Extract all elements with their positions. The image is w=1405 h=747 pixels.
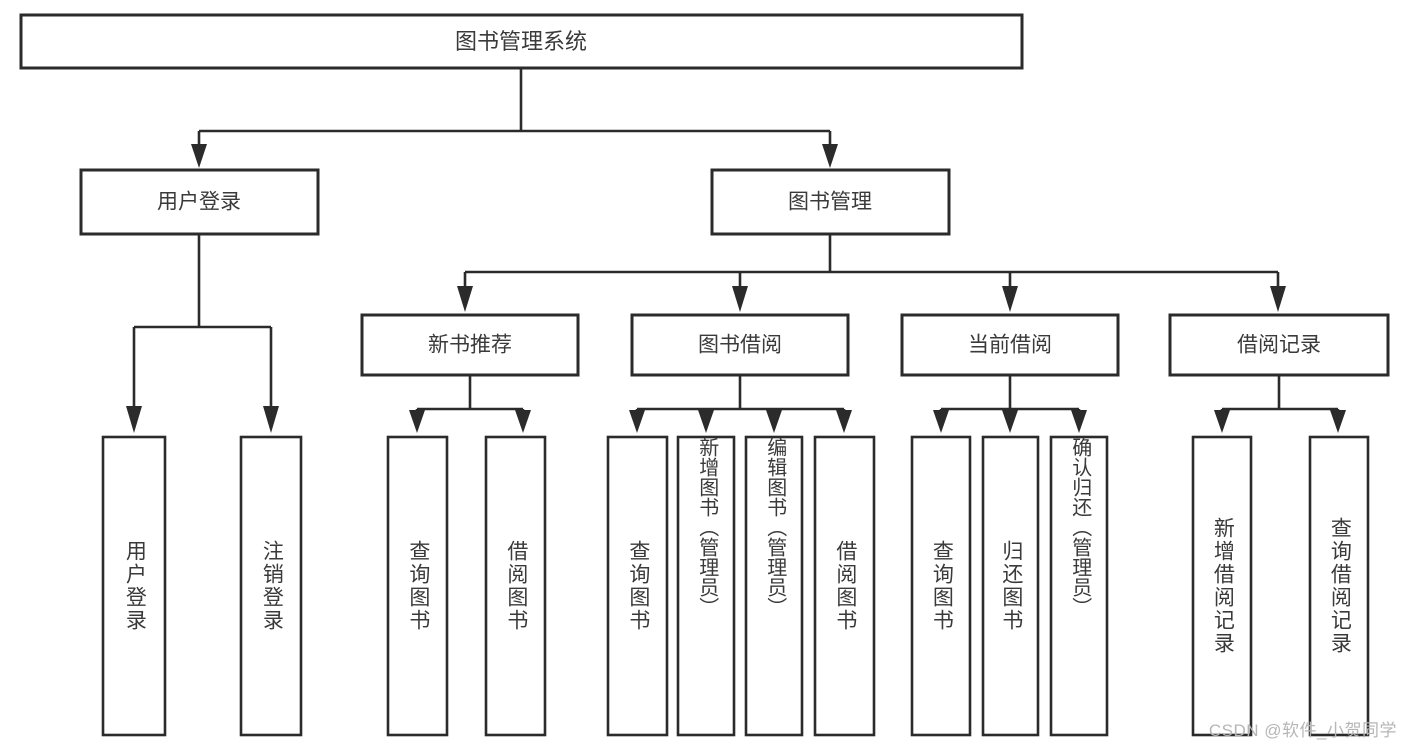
- node-leaf-add-book-admin-box[interactable]: [676, 435, 736, 737]
- node-book-management[interactable]: 图书管理: [710, 168, 951, 236]
- node-leaf-edit-book-admin-box[interactable]: [744, 435, 804, 737]
- arrow-to-new-book-recommend: [457, 286, 473, 312]
- arrow-leaf-confirm-return-admin: [1071, 410, 1087, 433]
- node-new-book-recommend[interactable]: 新书推荐: [360, 313, 580, 377]
- node-current-borrow-label: 当前借阅: [968, 334, 1052, 357]
- node-leaf-return-book-box[interactable]: [981, 435, 1040, 737]
- node-book-management-label: 图书管理: [788, 191, 872, 214]
- node-leaf-query-book-2-box[interactable]: [606, 435, 669, 737]
- arrow-leaf-return-book: [1002, 410, 1018, 433]
- node-leaf-query-borrow-record-box[interactable]: [1308, 435, 1370, 737]
- arrow-to-book-management: [822, 144, 838, 168]
- arrow-to-current-borrow: [1002, 286, 1018, 312]
- arrow-leaf-query-borrow-record: [1330, 410, 1346, 433]
- arrow-leaf-user-login: [126, 406, 142, 433]
- arrow-to-book-borrow: [732, 286, 748, 312]
- csdn-watermark: CSDN @软件_小贺同学: [1208, 721, 1397, 740]
- node-new-book-recommend-label: 新书推荐: [428, 334, 512, 357]
- node-current-borrow-box[interactable]: [900, 313, 1120, 377]
- node-new-book-recommend-box[interactable]: [360, 313, 580, 377]
- node-book-management-box[interactable]: [710, 168, 951, 236]
- arrow-to-user-login: [191, 144, 207, 168]
- arrow-leaf-add-borrow-record: [1214, 410, 1230, 433]
- node-root-box[interactable]: [19, 13, 1024, 70]
- arrow-leaf-add-book-admin: [698, 410, 714, 433]
- node-leaf-logout-login-box[interactable]: [239, 435, 303, 737]
- arrow-leaf-borrow-book-1: [515, 410, 531, 433]
- arrow-leaf-query-book-2: [629, 410, 645, 433]
- node-borrow-record-label: 借阅记录: [1237, 334, 1321, 357]
- arrow-leaf-query-book-3: [933, 410, 949, 433]
- arrow-to-borrow-record: [1270, 286, 1286, 312]
- node-current-borrow[interactable]: 当前借阅: [900, 313, 1120, 377]
- node-leaf-borrow-book-1-box[interactable]: [484, 435, 547, 737]
- node-root[interactable]: 图书管理系统: [19, 13, 1024, 70]
- node-leaf-borrow-book-2-box[interactable]: [813, 435, 876, 737]
- node-book-borrow-label: 图书借阅: [698, 334, 782, 357]
- node-user-login-label: 用户登录: [157, 191, 241, 214]
- arrow-leaf-query-book-1: [409, 410, 425, 433]
- node-borrow-record[interactable]: 借阅记录: [1168, 313, 1390, 377]
- node-leaf-query-book-3-box[interactable]: [910, 435, 972, 737]
- arrow-leaf-borrow-book-2: [836, 410, 852, 433]
- node-book-borrow[interactable]: 图书借阅: [630, 313, 850, 377]
- node-borrow-record-box[interactable]: [1168, 313, 1390, 377]
- node-leaf-confirm-return-admin-box[interactable]: [1049, 435, 1109, 737]
- arrow-leaf-edit-book-admin: [766, 410, 782, 433]
- node-leaf-query-book-1-box[interactable]: [386, 435, 449, 737]
- node-user-login[interactable]: 用户登录: [79, 168, 320, 236]
- node-leaf-user-login-box[interactable]: [101, 435, 167, 737]
- node-leaf-add-borrow-record-box[interactable]: [1191, 435, 1253, 737]
- node-book-borrow-box[interactable]: [630, 313, 850, 377]
- node-root-label: 图书管理系统: [455, 29, 587, 54]
- arrow-leaf-logout-login: [263, 406, 279, 433]
